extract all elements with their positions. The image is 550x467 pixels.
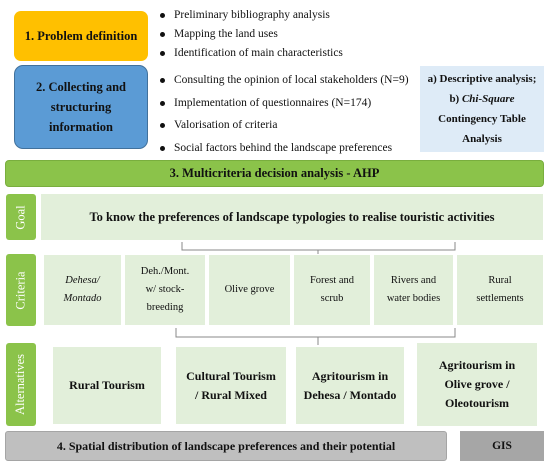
step2-bullet-item: Valorisation of criteria (160, 114, 409, 137)
criterion-line: Olive grove (224, 284, 275, 295)
analysis-line-4: Analysis (462, 133, 502, 145)
criteria-label-text: Criteria (13, 270, 28, 310)
step2-label: 2. Collecting and structuring informatio… (36, 80, 126, 134)
alternative-box: Agritourism in Dehesa / Montado (296, 347, 404, 424)
analysis-line-2: b) Chi-Square (449, 89, 514, 109)
alternative-line: Dehesa / Montado (303, 387, 397, 402)
criterion-line: Forest and (309, 275, 355, 286)
step2-box: 2. Collecting and structuring informatio… (14, 65, 148, 149)
criterion-box: Olive grove (209, 255, 290, 325)
step4-label: 4. Spatial distribution of landscape pre… (56, 438, 396, 453)
criterion-line: Deh./Mont. (140, 266, 190, 277)
alternative-line: Oleotourism (445, 396, 509, 410)
alternative-box: Cultural Tourism / Rural Mixed (176, 347, 286, 424)
step1-bullet-list: Preliminary bibliography analysis Mappin… (160, 6, 343, 63)
criterion-line: settlements (476, 293, 524, 304)
criterion-line: breeding (146, 302, 184, 313)
criteria-side-label: Criteria (6, 254, 36, 326)
step1-bullet-item: Identification of main characteristics (160, 44, 343, 63)
criteria-bracket (175, 328, 456, 338)
analysis-box: a) Descriptive analysis; b) Chi-Square C… (420, 66, 544, 152)
step1-bullet-item: Preliminary bibliography analysis (160, 6, 343, 25)
criterion-box: Deh./Mont. w/ stock- breeding (125, 255, 205, 325)
analysis-line-3: Contingency Table (438, 113, 526, 125)
goal-box: To know the preferences of landscape typ… (41, 194, 543, 240)
alternative-box: Agritourism in Olive grove / Oleotourism (417, 343, 537, 426)
criterion-line: Montado (63, 293, 102, 304)
gis-label: GIS (492, 440, 512, 452)
step1-box: 1. Problem definition (14, 11, 148, 61)
criterion-box: Rural settlements (457, 255, 543, 325)
goal-bracket (181, 242, 456, 251)
alternative-line: Olive grove / (444, 377, 510, 391)
step3-label: 3. Multicriteria decision analysis - AHP (169, 166, 380, 180)
alternative-line: Rural Tourism (69, 378, 145, 392)
step2-bullet-item: Consulting the opinion of local stakehol… (160, 69, 409, 92)
step4-bar: 4. Spatial distribution of landscape pre… (5, 431, 447, 461)
analysis-line-2-italic: Chi-Square (461, 93, 515, 105)
criterion-box: Rivers and water bodies (374, 255, 453, 325)
criterion-box: Forest and scrub (294, 255, 370, 325)
criterion-line: water bodies (386, 293, 441, 304)
criterion-line: Rural (488, 275, 512, 286)
criterion-line: w/ stock- (145, 284, 185, 295)
alternative-box: Rural Tourism (53, 347, 161, 424)
step1-label: 1. Problem definition (24, 28, 138, 43)
alternative-line: Agritourism in (311, 368, 389, 383)
goal-text: To know the preferences of landscape typ… (89, 209, 495, 224)
criterion-line: Dehesa/ (65, 275, 100, 286)
criterion-line: Rivers and (390, 275, 437, 286)
step3-bar: 3. Multicriteria decision analysis - AHP (5, 160, 544, 187)
step2-bullet-item: Social factors behind the landscape pref… (160, 137, 409, 160)
alternatives-label-text: Alternatives (13, 353, 28, 416)
step2-bullet-list: Consulting the opinion of local stakehol… (160, 69, 409, 159)
alternative-line: Agritourism in (438, 358, 516, 372)
criterion-box: Dehesa/ Montado (44, 255, 121, 325)
criterion-line: scrub (320, 293, 344, 304)
goal-side-label: Goal (6, 194, 36, 240)
step2-bullet-item: Implementation of questionnaires (N=174) (160, 92, 409, 115)
alternative-line: / Rural Mixed (194, 387, 267, 402)
analysis-line-2-prefix: b) (449, 93, 462, 105)
step1-bullet-item: Mapping the land uses (160, 25, 343, 44)
alternatives-side-label: Alternatives (6, 343, 36, 426)
analysis-line-1: a) Descriptive analysis; (427, 73, 537, 85)
gis-box: GIS (460, 431, 544, 461)
alternative-line: Cultural Tourism (186, 368, 276, 383)
